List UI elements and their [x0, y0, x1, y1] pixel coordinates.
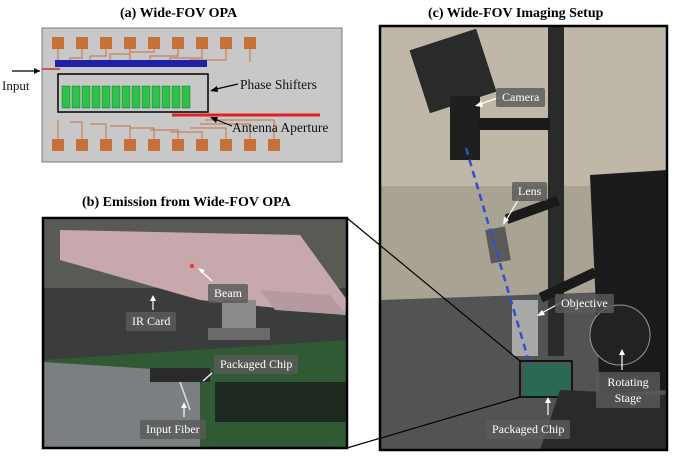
antenna-aperture-label: Antenna Aperture [232, 120, 329, 135]
routing-traces [57, 49, 275, 139]
objective-label: Objective [555, 294, 614, 313]
zoom-connector-top [346, 217, 521, 362]
phase-shifters-label: Phase Shifters [240, 77, 317, 92]
emission-photo [43, 218, 347, 448]
panel-b-frame [41, 216, 349, 450]
ir-card-label: IR Card [126, 312, 177, 331]
input-label: Input [2, 78, 30, 93]
packaged-chip-label-b: Packaged Chip [214, 355, 299, 374]
camera-label: Camera [496, 88, 546, 107]
beam-label: Beam [208, 284, 248, 303]
top-bond-pads [52, 37, 256, 49]
chip-highlight-box [519, 360, 573, 398]
lens-label: Lens [512, 182, 548, 201]
input-fiber-label: Input Fiber [140, 420, 206, 439]
panel-c-frame [378, 24, 669, 452]
opa-chip-layout [12, 27, 343, 163]
rotating-stage-label: Rotating Stage [596, 372, 660, 408]
waveguide-bus [55, 60, 207, 67]
bottom-bond-pads [52, 139, 280, 151]
panel-b-title: (b) Emission from Wide-FOV OPA [82, 195, 291, 210]
phase-shifter-array [61, 85, 191, 109]
packaged-chip-label-c: Packaged Chip [486, 420, 571, 439]
phase-shifter-box [57, 73, 209, 113]
panel-c-title: (c) Wide-FOV Imaging Setup [428, 6, 604, 21]
zoom-connector-bottom [346, 396, 521, 449]
beam-path [464, 147, 534, 373]
panel-a-title: (a) Wide-FOV OPA [120, 6, 238, 21]
